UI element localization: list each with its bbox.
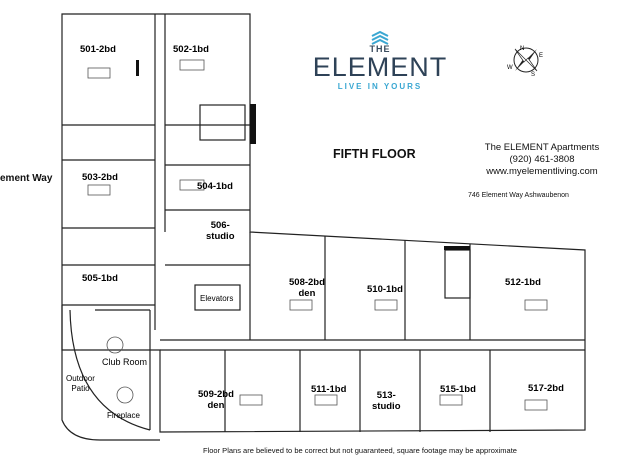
compass-rose-icon: N S E W xyxy=(507,46,543,78)
unit-513-type: studio xyxy=(372,401,401,412)
unit-513-number: 513- xyxy=(376,390,396,401)
unit-508-type: den xyxy=(298,288,316,299)
compass-e: E xyxy=(539,53,543,59)
floor-title: FIFTH FLOOR xyxy=(333,147,416,161)
compass-s: S xyxy=(531,72,535,78)
brand-the: THE xyxy=(369,44,391,54)
compass-n: N xyxy=(520,46,524,52)
unit-506-type: studio xyxy=(206,231,235,242)
contact-block: The ELEMENT Apartments (920) 461-3808 ww… xyxy=(462,142,622,178)
address: 746 Element Way Ashwaubenon xyxy=(468,192,569,199)
unit-510-label: 510-1bd xyxy=(367,284,403,295)
unit-501-label: 501-2bd xyxy=(80,44,116,55)
unit-505-label: 505-1bd xyxy=(82,273,118,284)
unit-513-label: 513- studio xyxy=(372,390,401,412)
unit-502-label: 502-1bd xyxy=(173,44,209,55)
unit-509-number: 509-2bd xyxy=(198,389,234,400)
fireplace-label: Fireplace xyxy=(107,411,140,420)
brand-tagline: LIVE IN YOURS xyxy=(337,82,423,91)
unit-506-label: 506- studio xyxy=(206,220,235,242)
unit-509-type: den xyxy=(207,400,225,411)
disclaimer: Floor Plans are believed to be correct b… xyxy=(203,446,517,455)
unit-506-number: 506- xyxy=(210,220,230,231)
club-room-label: Club Room xyxy=(102,357,148,367)
unit-508-label: 508-2bd den xyxy=(289,277,325,299)
unit-503-label: 503-2bd xyxy=(82,172,118,183)
compass-w: W xyxy=(507,65,513,71)
unit-508-number: 508-2bd xyxy=(289,277,325,288)
unit-504-label: 504-1bd xyxy=(197,181,233,192)
outdoor-patio-label: Outdoor Patio xyxy=(66,374,95,394)
unit-511-label: 511-1bd xyxy=(311,384,347,395)
patio-label: Patio xyxy=(71,384,90,393)
unit-512-label: 512-1bd xyxy=(505,277,541,288)
brand-name: ELEMENT xyxy=(312,52,448,82)
company-name: The ELEMENT Apartments xyxy=(484,142,600,153)
element-logo: THE ELEMENT LIVE IN YOURS xyxy=(305,30,455,94)
phone-number: (920) 461-3808 xyxy=(509,154,575,165)
website-link[interactable]: www.myelementliving.com xyxy=(486,166,598,177)
logo-mark-icon xyxy=(371,30,389,45)
street-label: ement Way xyxy=(0,173,53,184)
unit-517-label: 517-2bd xyxy=(528,383,564,394)
unit-509-label: 509-2bd den xyxy=(198,389,234,411)
elevators-label: Elevators xyxy=(200,294,234,303)
outdoor-label: Outdoor xyxy=(66,374,95,383)
unit-515-label: 515-1bd xyxy=(440,384,476,395)
